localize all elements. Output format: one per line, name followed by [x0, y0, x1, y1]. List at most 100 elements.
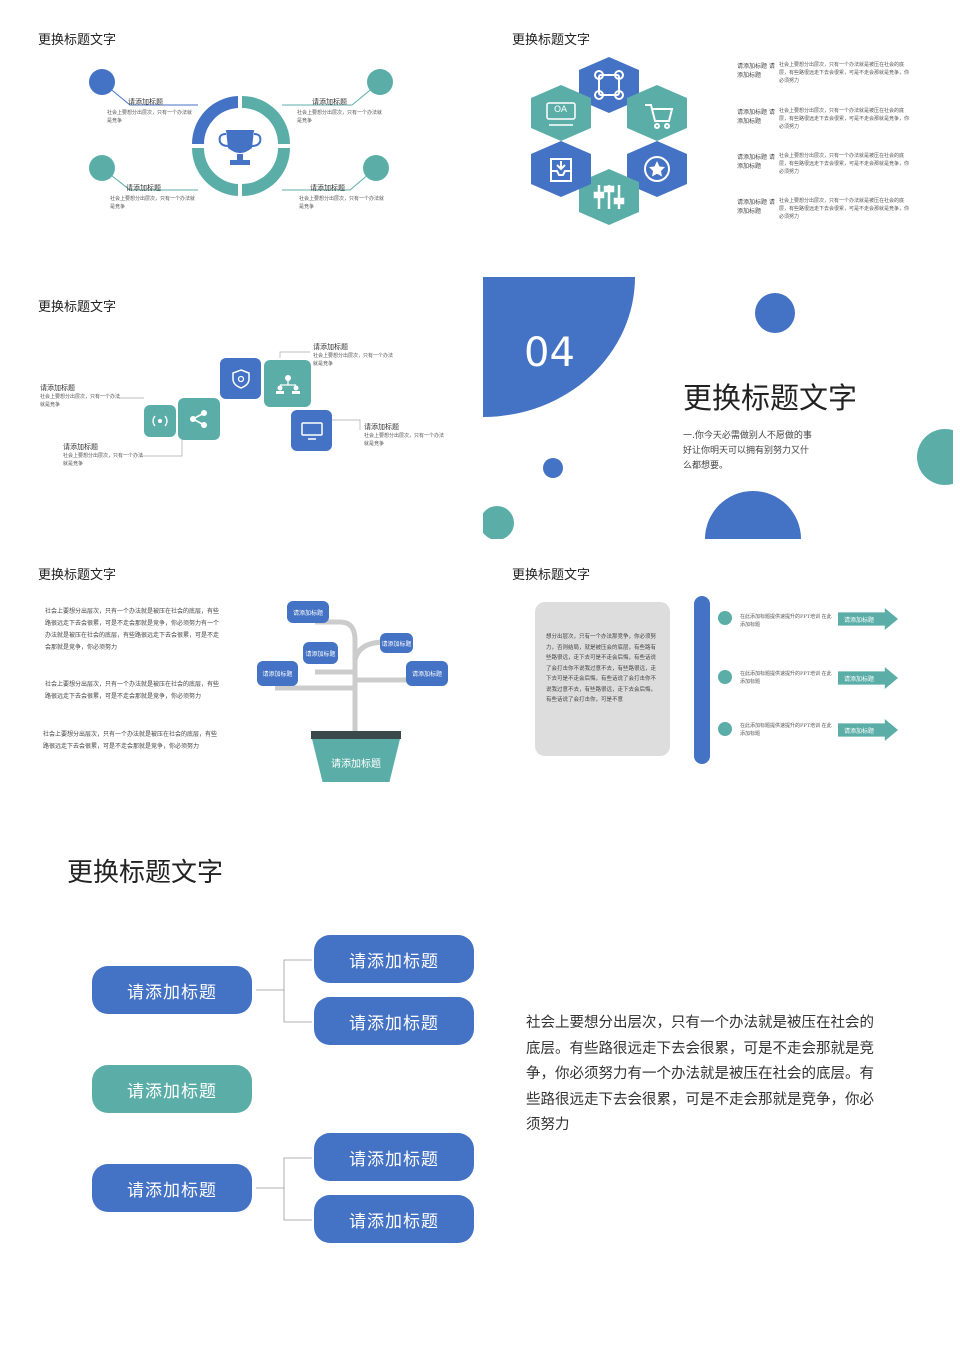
- section-line: 一.你今天必需做别人不愿做的事: [683, 431, 812, 441]
- shield-icon: [231, 368, 250, 389]
- node-dot: [363, 155, 389, 181]
- body-paragraph: 社会上要想分出层次，只有一个办法就是被压在社会的底层，有些路很远走下去会很累，可…: [45, 608, 220, 651]
- timeline-dot: [718, 611, 732, 625]
- slide-title: 更换标题文字: [512, 33, 591, 48]
- item-heading: 请添加标题 请添加标题: [737, 154, 775, 170]
- slide-title: 更换标题文字: [38, 568, 117, 583]
- body-paragraph: 社会上要想分出层次，只有一个办法就是被压在社会的底层，有些路很远走下去会很累，可…: [43, 731, 218, 750]
- star-icon: [644, 156, 670, 182]
- item-heading: 请添加标题: [313, 343, 348, 351]
- trophy-icon: [218, 130, 262, 165]
- dot: [483, 506, 514, 539]
- right-pill: 请添加标题: [314, 1133, 474, 1181]
- ring-segment: [191, 96, 238, 144]
- item-body: 社会上要想分出层次，只有一个办法就是竞争: [107, 110, 193, 124]
- row-arrow: 请添加标题: [838, 608, 898, 630]
- quarter-circle: [483, 277, 635, 417]
- node-dot: [89, 69, 115, 95]
- half-circle: [705, 491, 801, 539]
- slide-title: 更换标题文字: [38, 33, 117, 48]
- row-text: 在此添加标题提供速提升的PPT培训 在此添加标题: [740, 671, 832, 685]
- leaf-label: 请添加标题: [406, 661, 448, 686]
- row-arrow: 请添加标题: [838, 719, 898, 741]
- item-heading: 请添加标题 请添加标题: [737, 199, 775, 215]
- slide-title: 更换标题文字: [512, 568, 591, 583]
- item-body: 社会上要想分出层次，只有一个办法就是被压在社会的底层，有些路很远走下去会很累，可…: [779, 62, 910, 84]
- left-pill: 请添加标题: [92, 1065, 252, 1113]
- share-icon: [190, 410, 207, 428]
- ring-segment: [191, 148, 238, 196]
- wifi-icon: [152, 415, 168, 427]
- leaf-label: 请添加标题: [287, 601, 329, 623]
- item-body: 社会上要想分出层次，只有一个办法就是竞争: [63, 453, 144, 467]
- card-text: 想分出层次，只有一个办法那竞争，你必须努力，否则结局，就是被压会的底层，有些路有…: [546, 634, 657, 703]
- pot-label: 请添加标题: [331, 759, 381, 770]
- ring-segment: [242, 96, 290, 144]
- section-title: 更换标题文字: [683, 381, 858, 415]
- share-tile: [178, 398, 220, 440]
- body-paragraph: 社会上要想分出层次，只有一个办法就是被压在社会的底层，有些路很远走下去会很累，可…: [45, 681, 220, 700]
- item-heading: 请添加标题: [126, 184, 161, 192]
- slide-6: 更换标题文字 想分出层次，只有一个办法那竞争，你必须努力，否则结局，就是被压会的…: [482, 540, 960, 805]
- slide-1: 更换标题文字 请添加标题 社会上要想分出层次，只有一个办法就是竞争 请添加标题 …: [0, 0, 470, 265]
- sliders-icon: [593, 185, 625, 209]
- section-number: 04: [524, 330, 575, 376]
- row-text: 在此添加标题提供速提升的PPT培训 在此添加标题: [740, 723, 832, 737]
- oa-label: OA: [554, 105, 568, 115]
- dot: [755, 293, 795, 333]
- item-body: 社会上要想分出层次，只有一个办法就是竞争: [313, 353, 394, 367]
- item-heading: 请添加标题 请添加标题: [737, 63, 775, 79]
- left-pill: 请添加标题: [92, 1164, 252, 1212]
- right-pill: 请添加标题: [314, 997, 474, 1045]
- item-body: 社会上要想分出层次，只有一个办法就是竞争: [110, 196, 196, 210]
- ring-diagram: [89, 69, 393, 196]
- dot: [543, 458, 563, 478]
- node-dot: [367, 69, 393, 95]
- item-body: 社会上要想分出层次，只有一个办法就是竞争: [40, 394, 121, 408]
- dot: [917, 429, 953, 485]
- right-pill: 请添加标题: [314, 935, 474, 983]
- item-body: 社会上要想分出层次，只有一个办法就是竞争: [364, 433, 445, 447]
- cart-icon: [645, 104, 674, 129]
- team-tile: [264, 360, 311, 407]
- ring-segment: [242, 148, 290, 196]
- monitor-tile: [291, 410, 332, 451]
- slide-5: 更换标题文字 社会上要想分出层次，只有一个办法就是被压在社会的底层，有些路很远走…: [0, 540, 470, 805]
- shield-tile: [220, 358, 261, 399]
- timeline-dot: [718, 670, 732, 684]
- pot-rim: [311, 731, 401, 739]
- hexagon: [579, 57, 639, 113]
- slide-7: 更换标题文字 请添加标题 请添加标题 请添加标题 请添加标题 请添加标题 请添加…: [0, 810, 960, 1350]
- leaf-label: 请添加标题: [257, 661, 298, 686]
- item-body: 社会上要想分出层次，只有一个办法就是竞争: [297, 110, 383, 124]
- slide-title: 更换标题文字: [67, 858, 224, 888]
- pot-body: [312, 739, 400, 782]
- timeline-dot: [718, 722, 732, 736]
- slide-3: 更换标题文字 请添加标题 社会上要想分出层次，只有一个办法就是竞争 请添加标题 …: [0, 270, 470, 535]
- hexagon-cluster: [531, 57, 687, 225]
- bracket-lines: [256, 959, 312, 1221]
- row-text: 在此添加标题提供速提升的PPT培训 在此添加标题: [740, 614, 832, 628]
- node-dot: [89, 155, 115, 181]
- decor-shapes: [483, 277, 953, 539]
- hexagon: [531, 85, 591, 141]
- oa-icon: [546, 102, 576, 126]
- hexagon: [627, 85, 687, 141]
- item-heading: 请添加标题: [128, 98, 163, 106]
- slide-title: 更换标题文字: [38, 300, 117, 315]
- left-pill: 请添加标题: [92, 966, 252, 1014]
- text-card: [535, 602, 670, 756]
- monitor-icon: [300, 421, 323, 440]
- leaf-label: 请添加标题: [303, 642, 338, 664]
- item-heading: 请添加标题: [312, 98, 347, 106]
- item-body: 社会上要想分出层次，只有一个办法就是被压在社会的底层，有些路很远走下去会很累，可…: [779, 198, 910, 220]
- item-heading: 请添加标题: [364, 423, 399, 431]
- item-heading: 请添加标题 请添加标题: [737, 109, 775, 125]
- section-line: 好让你明天可以拥有别努力又什: [683, 446, 810, 456]
- slide-2: 更换标题文字: [482, 0, 960, 265]
- item-heading: 请添加标题: [310, 184, 345, 192]
- inbox-icon: [550, 158, 572, 182]
- item-body: 社会上要想分出层次，只有一个办法就是被压在社会的底层，有些路很远走下去会很累，可…: [779, 153, 910, 175]
- item-heading: 请添加标题: [63, 443, 98, 451]
- row-arrow: 请添加标题: [838, 667, 898, 689]
